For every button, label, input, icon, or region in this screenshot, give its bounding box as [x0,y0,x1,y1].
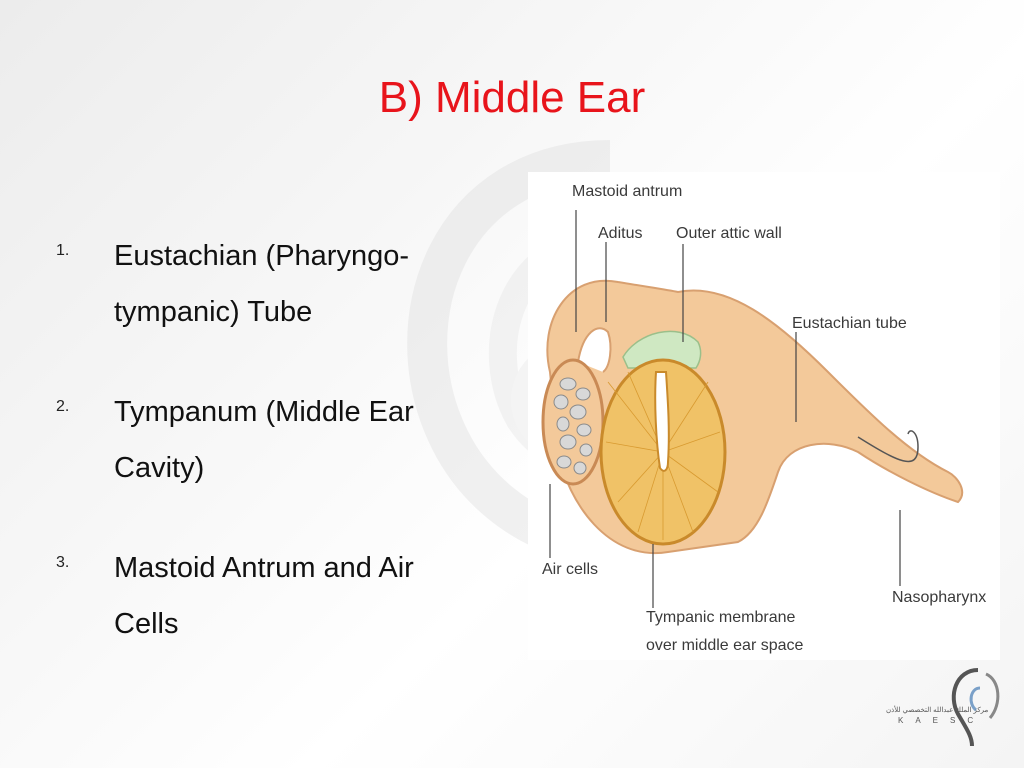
malleus-handle [654,371,670,472]
list-text-line: Cavity) [114,452,205,484]
label-eustachian-tube: Eustachian tube [792,315,907,332]
list-item: 1. Eustachian (Pharyngo- tympanic) Tube [56,228,496,340]
label-nasopharynx: Nasopharynx [892,589,986,606]
list-number: 2. [56,398,70,415]
aditus-channel [577,327,612,373]
label-tympanic-membrane-sub: over middle ear space [646,637,804,654]
diagram-svg: Mastoid antrum Aditus Outer attic wall E… [541,183,986,654]
list-number: 3. [56,554,70,571]
logo-arabic-text: مركز الملك عبدالله التخصصي للأذن [886,707,989,714]
label-aditus: Aditus [598,225,642,242]
slide-title: B) Middle Ear [378,73,646,122]
label-tympanic-membrane: Tympanic membrane [646,609,795,626]
kaesc-logo: مركز الملك عبدالله التخصصي للأذن KAESC [872,660,1012,756]
label-air-cells: Air cells [542,561,598,578]
list-text-line: tympanic) Tube [114,296,313,328]
list-text-line: Mastoid Antrum and Air [114,552,414,584]
list-item: 2. Tympanum (Middle Ear Cavity) [56,384,496,496]
list-number: 1. [56,242,70,259]
air-cells-cluster [553,377,593,475]
list-text-line: Cells [114,608,179,640]
nasopharynx-curve [857,430,919,463]
air-cells-region [541,358,605,486]
logo-letters: KAESC [898,716,986,725]
list-text-line: Tympanum (Middle Ear [114,396,414,428]
ear-logo-icon [951,668,1000,747]
middle-ear-diagram: Mastoid antrum Aditus Outer attic wall E… [528,172,1000,660]
label-outer-attic-wall: Outer attic wall [676,225,782,242]
leader-lines [549,210,901,608]
label-mastoid-antrum: Mastoid antrum [572,183,682,200]
attic-region [622,330,702,369]
list-item: 3. Mastoid Antrum and Air Cells [56,540,496,652]
list-text-line: Eustachian (Pharyngo- [114,240,409,272]
topic-list: 1. Eustachian (Pharyngo- tympanic) Tube … [56,228,496,696]
